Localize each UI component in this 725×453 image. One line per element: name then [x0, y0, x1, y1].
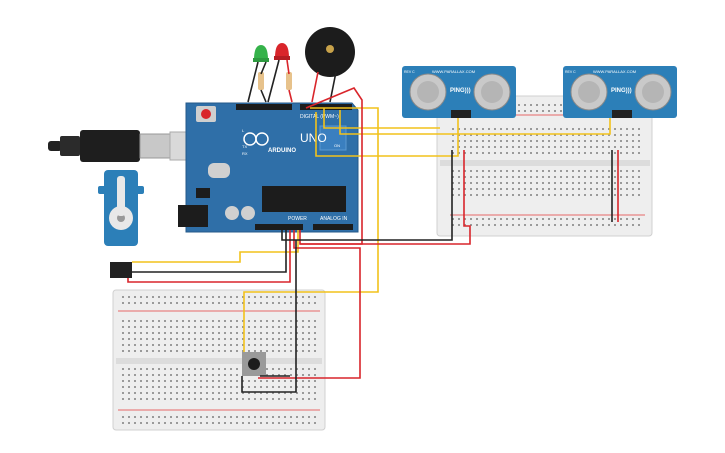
breadboard-right	[436, 95, 653, 237]
power-header-label: POWER	[288, 216, 307, 222]
servo-motor-icon	[98, 170, 144, 246]
ultrasonic-sensor-right: WWW.PARALLAX.COM PING))) REV C	[563, 66, 677, 118]
pushbutton-icon	[242, 352, 266, 376]
ultrasonic-sensor-left: WWW.PARALLAX.COM PING))) REV C	[402, 66, 516, 118]
led-green	[253, 45, 269, 62]
l-led-label: L	[242, 128, 245, 133]
analog-header-label: ANALOG IN	[320, 216, 348, 222]
sensor-right-site: WWW.PARALLAX.COM	[593, 69, 636, 74]
piezo-buzzer-icon	[305, 27, 355, 77]
tx-label: TX	[242, 144, 247, 149]
resistor-2	[286, 72, 292, 90]
breadboard-bottom	[112, 289, 326, 431]
rx-label: RX	[242, 151, 248, 156]
sensor-left-site: WWW.PARALLAX.COM	[432, 69, 475, 74]
resistor-1	[258, 72, 264, 90]
arduino-uno-board: ARDUINO UNO DIGITAL (PWM~) ANALOG IN POW…	[178, 102, 359, 233]
usb-cable-icon	[48, 130, 193, 162]
on-led-label: ON	[334, 143, 340, 148]
arduino-model-label: UNO	[300, 131, 327, 145]
sensor-right-rev: REV C	[565, 70, 576, 74]
sensor-right-brand: PING)))	[611, 88, 632, 94]
wires	[121, 59, 619, 393]
sensor-left-rev: REV C	[404, 70, 415, 74]
led-red	[274, 43, 290, 60]
sensor-left-brand: PING)))	[450, 88, 471, 94]
digital-header-label: DIGITAL (PWM~)	[300, 114, 339, 120]
arduino-brand-label: ARDUINO	[268, 148, 296, 154]
servo-connector	[110, 262, 132, 278]
